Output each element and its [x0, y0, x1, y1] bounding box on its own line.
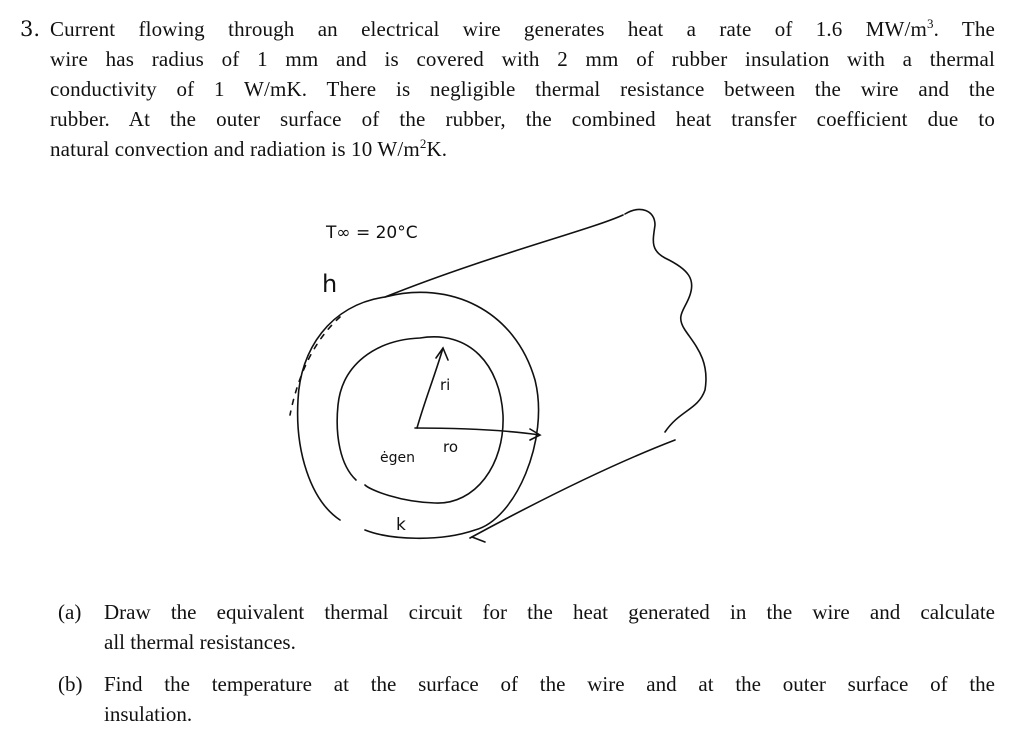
sub-question-line: all thermal resistances.: [104, 630, 296, 654]
problem-line-2: wire has radius of 1 mm and is covered w…: [50, 47, 995, 71]
sub-question-label: (b): [58, 672, 83, 696]
wire-inner-circle: [336, 336, 504, 504]
ro-label: ro: [443, 438, 458, 456]
cylinder-bottom-edge: [469, 439, 676, 539]
egen-label: ėgen: [380, 450, 415, 466]
problem-number: 3.: [20, 17, 41, 41]
ri-label: ri: [440, 376, 450, 394]
sub-question-line: Draw the equivalent thermal circuit for …: [104, 600, 995, 624]
k-label: k: [396, 515, 406, 535]
ri-arrow: [416, 346, 449, 429]
sub-question-b: (b) Find the temperature at the surface …: [58, 669, 995, 729]
problem-line-4: rubber. At the outer surface of the rubb…: [50, 107, 995, 131]
wire-cross-section-figure: h T∞ = 20°C ri ro ėgen k: [260, 200, 760, 560]
insulation-outer-circle: [296, 291, 540, 540]
sub-questions: (a) Draw the equivalent thermal circuit …: [58, 597, 995, 741]
ro-arrow: [414, 427, 542, 441]
problem-text: Current flowing through an electrical wi…: [50, 14, 995, 164]
sub-question-label: (a): [58, 600, 82, 624]
problem-line-3: conductivity of 1 W/mK. There is negligi…: [50, 77, 995, 101]
convection-dashed-arc: [289, 316, 341, 416]
sub-question-line: Find the temperature at the surface of t…: [104, 672, 995, 696]
problem-line-1: Current flowing through an electrical wi…: [50, 16, 995, 41]
cylinder-top-edge: [384, 214, 624, 298]
ambient-temperature-label: T∞ = 20°C: [325, 223, 418, 243]
cylinder-cut-end: [624, 208, 707, 433]
sub-question-line: insulation.: [104, 702, 193, 726]
problem-line-5: natural convection and radiation is 10 W…: [50, 136, 448, 161]
sub-question-a: (a) Draw the equivalent thermal circuit …: [58, 597, 995, 657]
h-label: h: [322, 270, 337, 298]
